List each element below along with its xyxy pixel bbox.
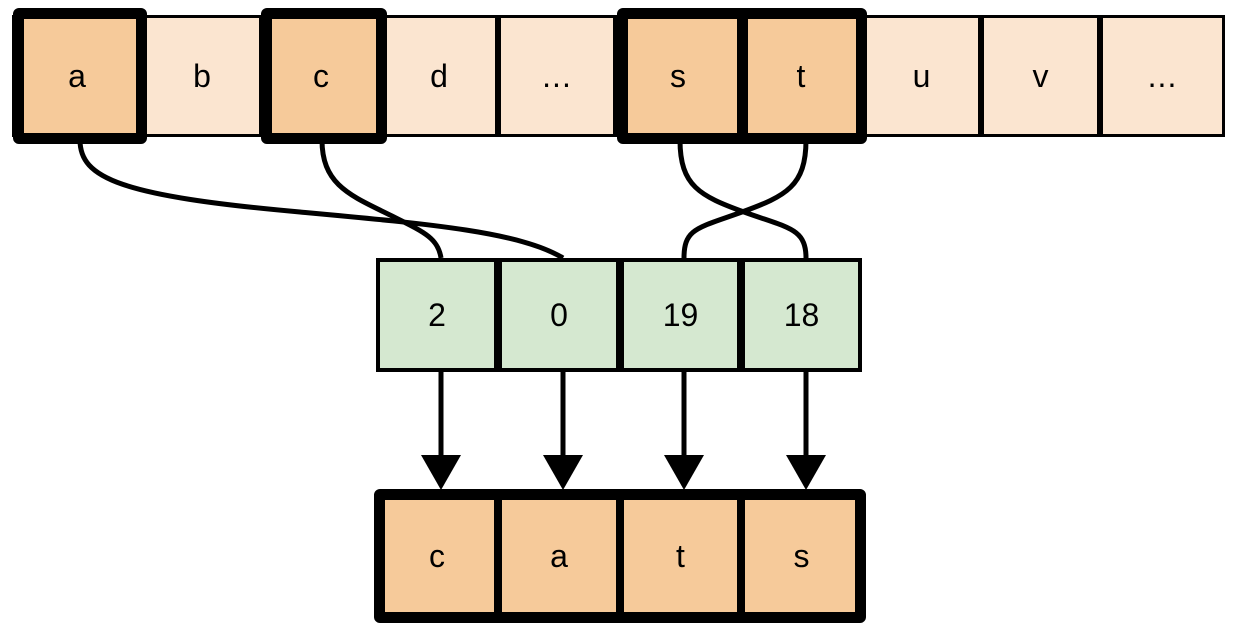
index-cell-1-label: 0	[550, 297, 568, 333]
result-cell-3[interactable]: s	[741, 495, 862, 617]
index-cell-3-label: 18	[783, 297, 820, 333]
alphabet-cell-s-label: s	[670, 58, 686, 94]
curve-t-to-19	[681, 139, 809, 259]
alphabet-cell-gap-right[interactable]: ...	[1100, 15, 1225, 137]
index-cell-0-label: 2	[428, 297, 446, 333]
index-cell-2-label: 19	[662, 297, 699, 333]
alphabet-cell-v[interactable]: v	[981, 15, 1100, 137]
alphabet-cell-gap-left[interactable]: ...	[498, 15, 616, 137]
alphabet-cell-a-label: a	[68, 58, 86, 94]
alphabet-cell-d[interactable]: d	[380, 15, 498, 137]
result-cell-0-label: c	[429, 538, 445, 574]
alphabet-cell-gap-left-label: ...	[542, 58, 572, 94]
alphabet-cell-b[interactable]: b	[142, 15, 262, 137]
alphabet-cell-b-label: b	[193, 58, 211, 94]
curve-s-to-18	[677, 139, 809, 259]
alphabet-cell-u-label: u	[912, 58, 931, 94]
result-cell-2[interactable]: t	[620, 495, 741, 617]
alphabet-cell-t[interactable]: t	[740, 15, 862, 137]
alphabet-cell-gap-right-label: ...	[1147, 58, 1178, 94]
result-cell-1[interactable]: a	[498, 495, 620, 617]
alphabet-cell-c[interactable]: c	[262, 15, 380, 137]
result-cell-2-label: t	[676, 538, 685, 574]
curve-c-to-2	[319, 139, 444, 259]
result-cell-1-label: a	[550, 538, 568, 574]
index-cell-3[interactable]: 18	[741, 258, 862, 372]
index-cell-2[interactable]: 19	[620, 258, 741, 372]
alphabet-cell-u[interactable]: u	[862, 15, 981, 137]
index-cell-0[interactable]: 2	[376, 258, 498, 372]
alphabet-cell-c-label: c	[313, 58, 329, 94]
index-cell-1[interactable]: 0	[498, 258, 620, 372]
curve-a-to-0	[77, 139, 565, 261]
alphabet-cell-a[interactable]: a	[12, 15, 142, 137]
alphabet-cell-t-label: t	[796, 58, 806, 94]
alphabet-cell-d-label: d	[430, 58, 448, 94]
alphabet-cell-v-label: v	[1032, 58, 1049, 94]
result-cell-0[interactable]: c	[376, 495, 498, 617]
alphabet-cell-s[interactable]: s	[616, 15, 740, 137]
result-cell-3-label: s	[793, 538, 810, 574]
